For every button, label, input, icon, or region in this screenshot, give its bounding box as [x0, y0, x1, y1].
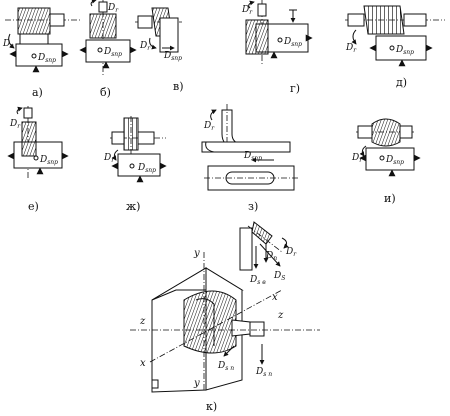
axis-x-right: x — [272, 292, 278, 303]
caption-e: е) — [28, 200, 39, 213]
gear-cutter-zh — [123, 117, 139, 151]
label-dsnp-g: Dsnp — [283, 37, 302, 48]
label-dr-z: Dr — [203, 121, 215, 132]
label-dsn-k-left: Ds п — [217, 361, 234, 372]
cylinder-workpiece-k — [183, 290, 237, 354]
scheme-a: Dr Dsnp а) — [2, 7, 80, 99]
label-dr-a: Dr — [2, 39, 14, 50]
side-cutter-k — [231, 319, 251, 337]
scheme-b: Dr Dsnp б) — [79, 0, 137, 99]
label-dsn-k-right: Ds п — [255, 367, 272, 378]
cutter-b — [89, 13, 117, 39]
label-dsnp-v: Dsnp — [163, 51, 182, 62]
caption-zh: ж) — [126, 200, 140, 213]
label-ds-k: DS — [273, 271, 285, 282]
caption-z: з) — [248, 200, 258, 213]
label-dr-i: Dr — [351, 153, 363, 164]
label-dsnp-zh: Dsnp — [137, 163, 156, 174]
label-dsnp-z: Dsnp — [243, 151, 262, 162]
cutter-e — [21, 121, 37, 157]
table-v — [159, 17, 179, 53]
scheme-i: Dr Dsnp и) — [351, 118, 421, 205]
label-dsnp-b: Dsnp — [103, 47, 122, 58]
axis-z-right: z — [277, 310, 284, 321]
scheme-z: Dr Dsnp з) — [201, 104, 300, 213]
label-dsnp-e: Dsnp — [39, 155, 58, 166]
label-dr-zh: Dr — [103, 153, 115, 164]
label-dr-d: Dr — [345, 43, 357, 54]
caption-d: д) — [396, 76, 407, 89]
scheme-zh: Dr Dsnp ж) — [103, 116, 167, 213]
caption-g: г) — [290, 82, 300, 95]
scheme-d: Dr Dsnp д) — [345, 5, 445, 89]
caption-v: в) — [173, 80, 183, 93]
label-dr-g: Dr — [241, 5, 253, 16]
workpiece-z — [201, 141, 291, 153]
table-d — [375, 35, 427, 61]
caption-a: а) — [32, 86, 43, 99]
label-dn-k: Dп — [265, 251, 277, 262]
label-dsnp-a: Dsnp — [37, 53, 56, 64]
caption-b: б) — [100, 86, 111, 99]
cutter-g — [245, 19, 269, 55]
caption-k: к) — [206, 400, 217, 413]
label-dsnp-i: Dsnp — [385, 155, 404, 166]
axis-y-bottom: y — [193, 378, 200, 389]
scheme-k: y y z z x x Ds п Ds п Dr Dп DS Ds в к) — [130, 221, 320, 413]
label-dsnp-d: Dsnp — [395, 45, 414, 56]
caption-i: и) — [384, 192, 396, 205]
scheme-g: Dr Dsnp г) — [241, 0, 313, 95]
detail-fixture-k — [239, 227, 253, 271]
axis-y-top: y — [193, 248, 200, 259]
label-dr-v: Dr — [139, 41, 151, 52]
label-dr-b: Dr — [107, 3, 119, 14]
scheme-v: Dr Dsnp в) — [135, 7, 183, 93]
axis-x-left: x — [140, 358, 146, 369]
scheme-e: Dr Dsnp е) — [7, 106, 69, 213]
workpiece-a — [19, 33, 49, 45]
label-dsv-k: Ds в — [249, 275, 266, 286]
axis-z-left: z — [139, 316, 146, 327]
gear-cutter-d — [363, 5, 405, 35]
label-dr-k: Dr — [285, 247, 297, 258]
cutter-i — [371, 118, 401, 147]
cutter-a — [17, 7, 51, 35]
detail-cutter-k — [251, 221, 273, 245]
label-dr-e: Dr — [9, 119, 21, 130]
